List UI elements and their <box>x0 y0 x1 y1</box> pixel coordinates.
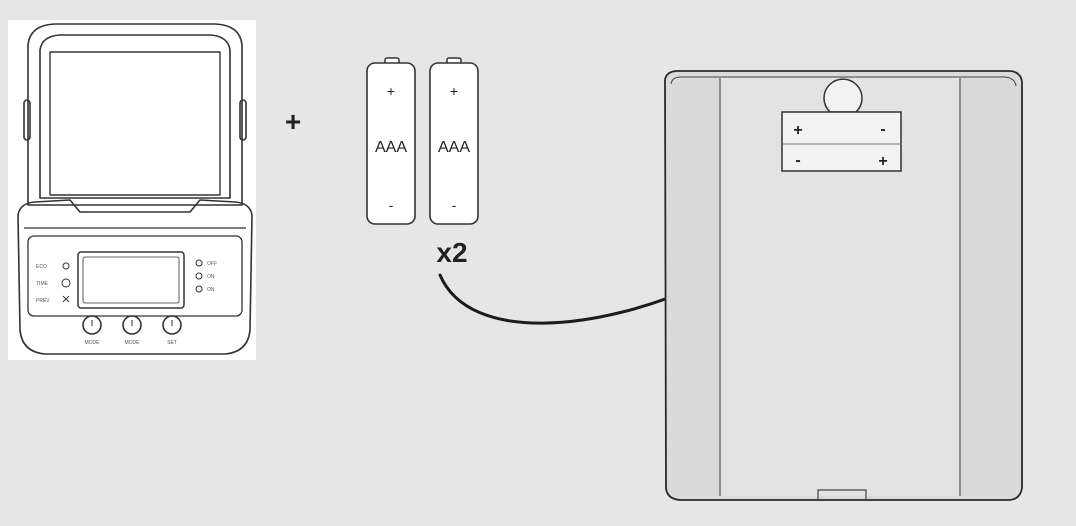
battery-positive-label: + <box>450 83 458 99</box>
device-button-label: MODE <box>85 340 101 346</box>
device-left-label: ECO <box>36 264 47 270</box>
device-left-label: TIME <box>36 281 49 287</box>
aaa-battery: + AAA - <box>429 57 479 225</box>
plus-sign: + <box>285 106 301 137</box>
device-button-label: SET <box>167 340 177 346</box>
battery-negative-label: - <box>452 197 457 213</box>
compartment-polarity-label: - <box>880 121 885 138</box>
battery-negative-label: - <box>389 197 394 213</box>
device-right-label: ON <box>207 287 215 293</box>
device-right-label: OFF <box>207 261 217 267</box>
device-front-illustration <box>17 23 253 355</box>
battery-type-label: AAA <box>375 139 407 156</box>
device-right-label: ON <box>207 274 215 280</box>
device-button-label: MODE <box>125 340 141 346</box>
compartment-polarity-label: + <box>878 153 887 170</box>
aaa-battery: + AAA - <box>366 57 416 225</box>
compartment-polarity-label: + <box>793 122 802 139</box>
battery-positive-label: + <box>387 83 395 99</box>
compartment-polarity-label: - <box>795 152 800 169</box>
device-left-label: PREV <box>36 298 50 304</box>
battery-type-label: AAA <box>438 139 470 156</box>
battery-compartment: + - - + <box>781 78 902 172</box>
device-panel-labels: ECO TIME PREV OFF ON ON MODE MODE SET <box>36 261 217 346</box>
quantity-label: x2 <box>436 237 467 268</box>
